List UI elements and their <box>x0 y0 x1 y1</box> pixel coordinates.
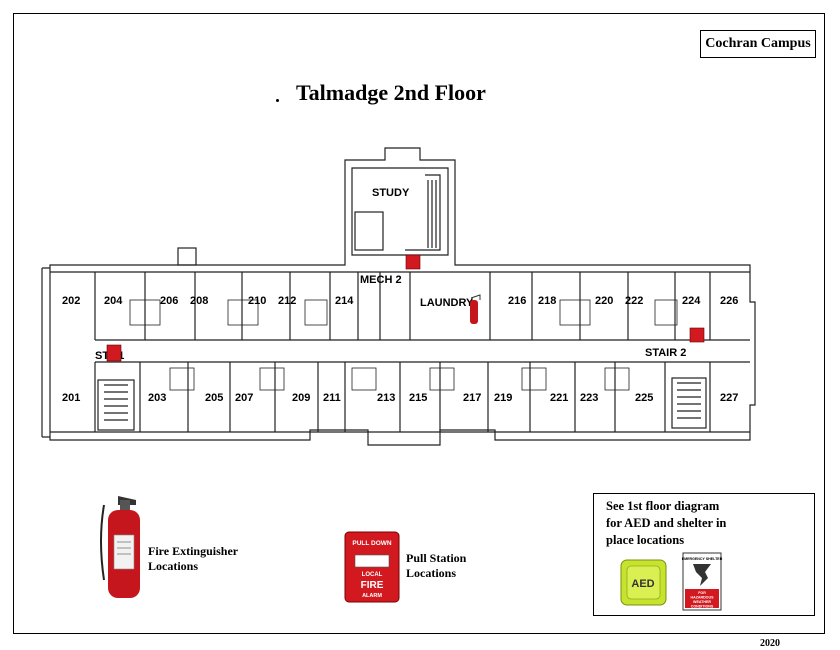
room-215: 215 <box>409 392 427 404</box>
page-title: Talmadge 2nd Floor <box>296 80 486 105</box>
room-208: 208 <box>190 295 208 307</box>
svg-text:FOR: FOR <box>698 591 706 595</box>
aed-device-label: AED <box>631 578 654 590</box>
room-225: 225 <box>635 392 653 404</box>
room-217: 217 <box>463 392 481 404</box>
extinguisher-legend-label: Fire Extinguisher Locations <box>148 544 239 573</box>
room-211: 211 <box>323 392 341 404</box>
mech-label: MECH 2 <box>360 274 402 286</box>
aed-shelter-note-box: See 1st floor diagram for AED and shelte… <box>593 493 815 616</box>
legend-shelter-sign-icon: EMERGENCY SHELTER FOR HAZARDOUS WEATHER … <box>682 552 723 611</box>
room-222: 222 <box>625 295 643 307</box>
room-227: 227 <box>720 392 738 404</box>
tornado-icon <box>693 564 711 586</box>
pull-sign-top: PULL DOWN <box>352 540 392 547</box>
room-223: 223 <box>580 392 598 404</box>
roof-vent <box>177 247 197 266</box>
room-203: 203 <box>148 392 166 404</box>
room-labels: 202 204 206 208 210 212 214 216 218 220 … <box>62 187 738 404</box>
room-220: 220 <box>595 295 613 307</box>
pull-station-markers <box>106 254 705 362</box>
room-209: 209 <box>292 392 310 404</box>
room-226: 226 <box>720 295 738 307</box>
room-202: 202 <box>62 295 80 307</box>
room-207: 207 <box>235 392 253 404</box>
svg-text:CONDITIONS: CONDITIONS <box>691 605 714 609</box>
study-label: STUDY <box>372 187 410 199</box>
stair2-label: STAIR 2 <box>645 347 686 359</box>
bottom-room-dividers <box>50 362 750 433</box>
svg-text:WEATHER: WEATHER <box>693 600 711 604</box>
legend-extinguisher-icon <box>100 496 140 598</box>
elevator <box>354 211 384 251</box>
study-wing <box>351 167 449 256</box>
stray-dot <box>276 99 279 102</box>
page-border <box>13 13 825 634</box>
pull-station-legend-label: Pull Station Locations <box>406 551 467 580</box>
stair1-well <box>97 379 135 431</box>
campus-label: Cochran Campus <box>700 30 816 58</box>
room-210: 210 <box>248 295 266 307</box>
pull-station-icon <box>405 254 421 270</box>
west-wall <box>41 267 50 438</box>
legend-pull-station-icon: PULL DOWN LOCAL FIRE ALARM <box>344 531 400 603</box>
extinguisher-marker <box>470 294 481 324</box>
room-201: 201 <box>62 392 80 404</box>
top-room-dividers <box>50 271 750 340</box>
pull-sign-local: LOCAL <box>362 572 383 578</box>
study-stair <box>405 174 441 251</box>
room-224: 224 <box>682 295 701 307</box>
room-218: 218 <box>538 295 556 307</box>
room-221: 221 <box>550 392 568 404</box>
fire-extinguisher-icon <box>470 300 478 324</box>
room-216: 216 <box>508 295 526 307</box>
room-205: 205 <box>205 392 223 404</box>
room-214: 214 <box>335 295 354 307</box>
svg-text:HAZARDOUS: HAZARDOUS <box>691 596 715 600</box>
room-204: 204 <box>104 295 123 307</box>
year-label: 2020 <box>760 638 780 649</box>
pull-sign-alarm: ALARM <box>362 593 382 599</box>
stair2-well <box>671 377 707 429</box>
pull-station-icon <box>106 344 122 362</box>
pull-station-icon <box>689 327 705 343</box>
pull-sign-fire: FIRE <box>361 580 384 591</box>
room-212: 212 <box>278 295 296 307</box>
room-206: 206 <box>160 295 178 307</box>
laundry-label: LAUNDRY <box>420 297 474 309</box>
room-219: 219 <box>494 392 512 404</box>
aed-shelter-note: See 1st floor diagram for AED and shelte… <box>606 499 727 547</box>
bathroom-fixtures <box>129 299 678 391</box>
room-213: 213 <box>377 392 395 404</box>
legend-aed-icon: AED <box>620 559 667 606</box>
shelter-sign-top: EMERGENCY SHELTER <box>682 557 723 561</box>
building-outline <box>49 147 756 446</box>
